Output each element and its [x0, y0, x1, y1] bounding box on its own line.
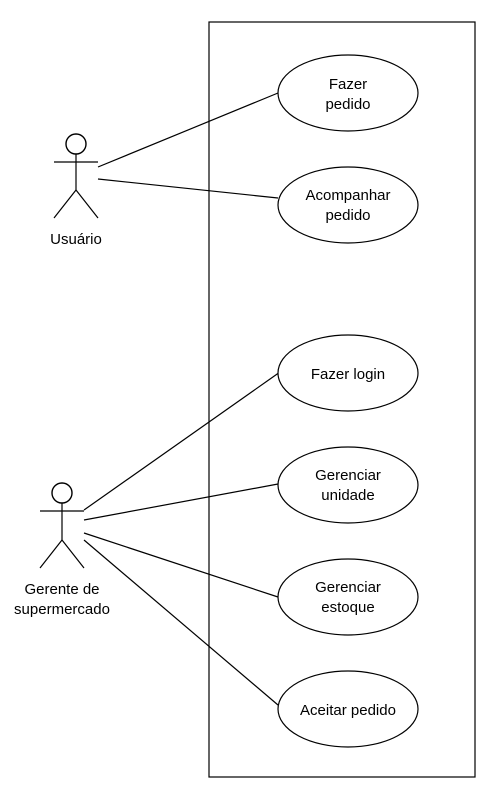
system-boundary: [208, 21, 476, 778]
use-case-fazer-login: Fazer login: [277, 334, 419, 412]
actor-gerente-left-leg: [39, 539, 63, 569]
association-usuario-fazer-pedido: [97, 92, 279, 168]
use-case-acompanhar-pedido: Acompanhar pedido: [277, 166, 419, 244]
use-case-acompanhar-pedido-line2: pedido: [325, 207, 370, 224]
use-case-fazer-login-ellipse: [277, 334, 419, 412]
use-case-gerenciar-estoque-line2: estoque: [321, 599, 374, 616]
use-case-gerenciar-estoque: Gerenciar estoque: [277, 558, 419, 636]
use-case-aceitar-pedido: Aceitar pedido: [277, 670, 419, 748]
use-case-fazer-pedido: Fazer pedido: [277, 54, 419, 132]
use-case-gerenciar-unidade: Gerenciar unidade: [277, 446, 419, 524]
actor-gerente-de-supermercado: Gerente de supermercado: [14, 482, 110, 618]
actor-gerente-label-line2: supermercado: [14, 601, 110, 618]
actor-usuario-right-leg: [75, 189, 99, 219]
association-gerente-gerenciar-estoque: [83, 532, 279, 598]
actor-usuario: Usuário: [50, 133, 102, 248]
association-gerente-gerenciar-unidade: [83, 483, 279, 521]
use-case-gerenciar-unidade-ellipse: [277, 446, 419, 524]
use-case-aceitar-pedido-line1: Aceitar pedido: [300, 702, 396, 719]
actor-usuario-head: [65, 133, 87, 155]
use-case-fazer-pedido-line1: Fazer: [329, 76, 367, 93]
actor-gerente-right-leg: [61, 539, 85, 569]
use-case-gerenciar-unidade-line2: unidade: [321, 487, 374, 504]
actor-gerente-label-line1: Gerente de: [24, 581, 99, 598]
use-case-aceitar-pedido-ellipse: [277, 670, 419, 748]
use-case-acompanhar-pedido-line1: Acompanhar: [305, 187, 390, 204]
actor-gerente-head: [51, 482, 73, 504]
actor-usuario-left-leg: [53, 189, 77, 219]
use-case-fazer-pedido-ellipse: [277, 54, 419, 132]
association-gerente-aceitar-pedido: [83, 539, 279, 706]
use-case-acompanhar-pedido-ellipse: [277, 166, 419, 244]
association-gerente-fazer-login: [83, 371, 281, 511]
actor-usuario-label: Usuário: [50, 231, 102, 248]
use-case-fazer-login-line1: Fazer login: [311, 366, 385, 383]
association-usuario-acompanhar-pedido: [97, 178, 279, 199]
use-case-gerenciar-estoque-line1: Gerenciar: [315, 579, 381, 596]
use-case-gerenciar-unidade-line1: Gerenciar: [315, 467, 381, 484]
use-case-fazer-pedido-line2: pedido: [325, 96, 370, 113]
use-case-gerenciar-estoque-ellipse: [277, 558, 419, 636]
